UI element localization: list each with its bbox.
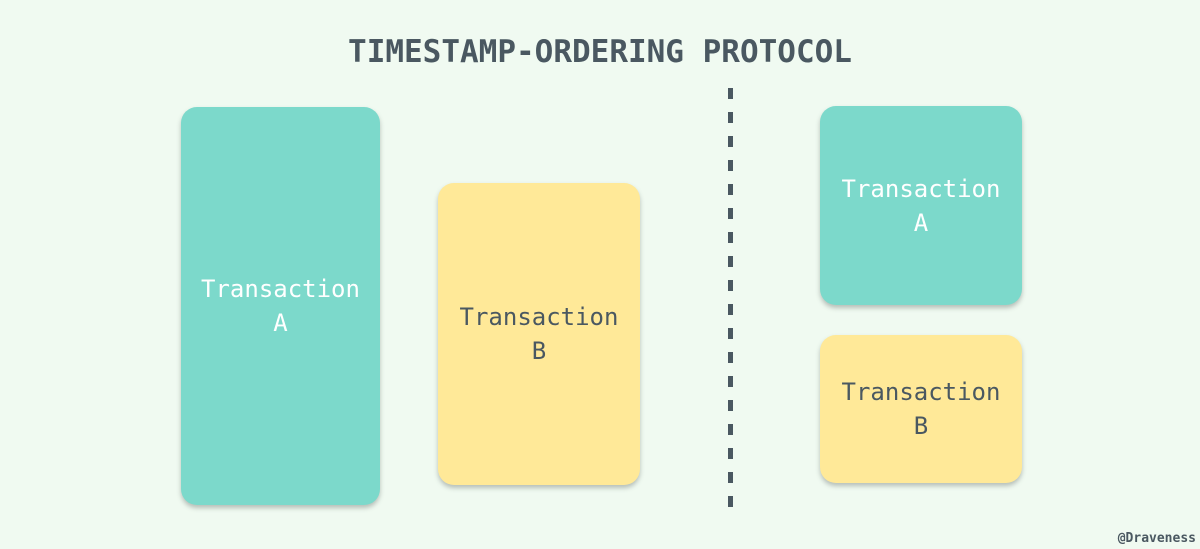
transaction-b-label: Transaction B (841, 378, 1001, 440)
transaction-a-box-ordered: Transaction A (820, 106, 1022, 305)
transaction-b-box-ordered: Transaction B (820, 335, 1022, 483)
transaction-b-box-concurrent: Transaction B (438, 183, 640, 485)
transaction-a-label: Transaction A (841, 174, 1001, 237)
dashed-divider-line (728, 88, 733, 515)
transaction-b-label: Transaction B (459, 303, 619, 365)
transaction-a-box-concurrent: Transaction A (181, 107, 380, 505)
transaction-a-label: Transaction A (201, 275, 360, 337)
diagram-title: TIMESTAMP-ORDERING PROTOCOL (348, 34, 852, 70)
author-credit: @Draveness (1117, 531, 1196, 546)
